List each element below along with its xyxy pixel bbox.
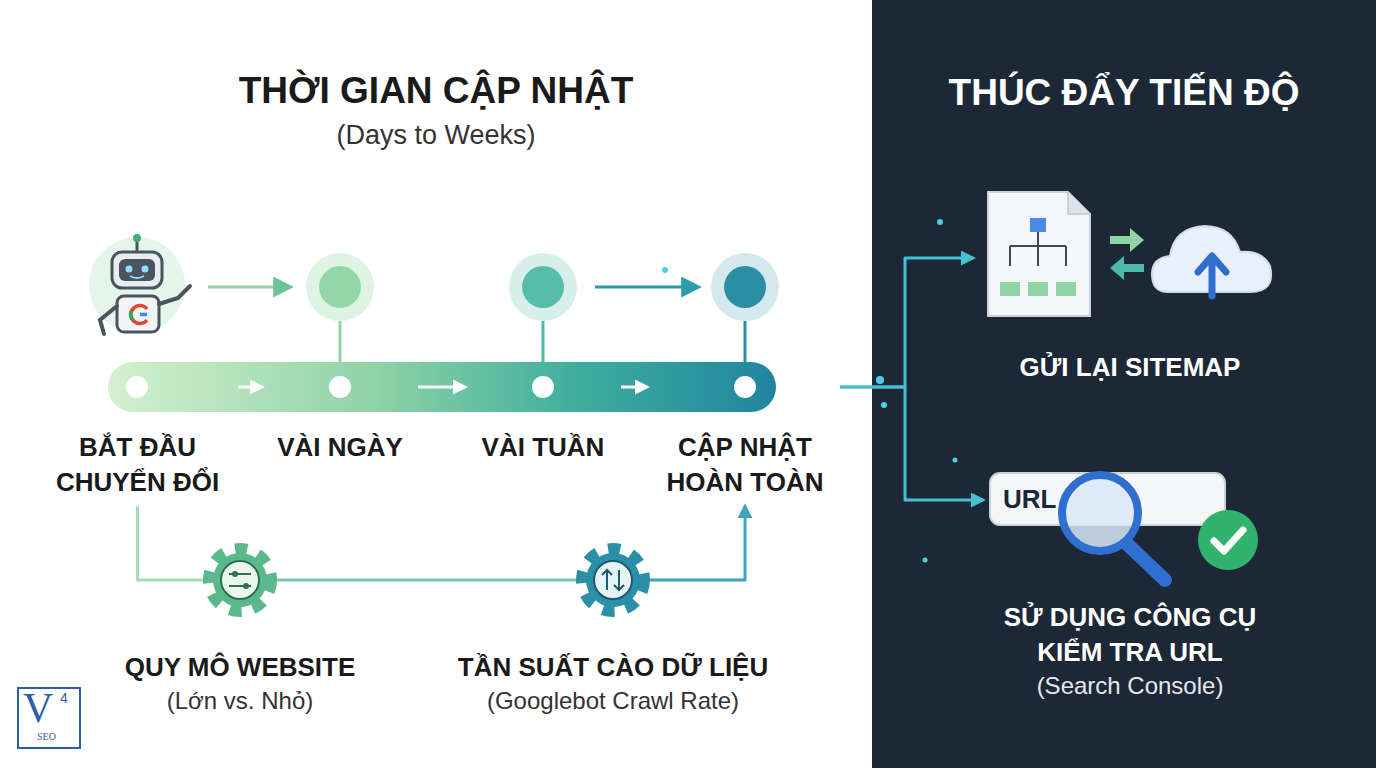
connector-line (238, 386, 262, 389)
glow-dot (953, 458, 958, 463)
right-panel (872, 0, 1376, 768)
node-heading: VÀI NGÀY (265, 430, 415, 465)
marker-halo (509, 253, 577, 321)
timeline-milestone: VÀI TUẦN (468, 372, 618, 465)
connector-line (138, 506, 204, 580)
action-node: GỬI LẠI SITEMAP (975, 185, 1285, 385)
watermark: 4 (60, 690, 68, 706)
node-heading: GỬI LẠI SITEMAP (975, 350, 1285, 385)
cloud-upload-icon (1152, 226, 1271, 296)
connector-line (840, 387, 983, 500)
glow-dot (662, 267, 668, 273)
connector-line (840, 258, 973, 387)
node-heading: CẬP NHẬT HOÀN TOÀN (650, 430, 840, 500)
node-subtext: (Googlebot Crawl Rate) (423, 685, 803, 717)
node-subtext: (Search Console) (985, 670, 1275, 702)
check-mark (1214, 530, 1243, 551)
magnifier-lens (1062, 475, 1138, 551)
timeline-milestone: BẮT ĐẦU CHUYỂN ĐỔI (40, 372, 235, 500)
connector-line (621, 386, 647, 389)
factor-gear-node: QUY MÔ WEBSITE(Lớn vs. Nhỏ) (110, 540, 370, 717)
googlebot-robot (89, 234, 190, 334)
panel-heading: THÚC ĐẨY TIẾN ĐỘ (872, 72, 1376, 114)
band-dot (126, 376, 148, 398)
timeline-band (108, 362, 776, 412)
diagram-title: THỜI GIAN CẬP NHẬT (0, 70, 872, 112)
marker-circle (522, 266, 564, 308)
url-text: URL (1003, 484, 1056, 515)
watermark: V (23, 684, 53, 732)
check-badge (1198, 510, 1258, 570)
node-subtext: (Lớn vs. Nhỏ) (110, 685, 370, 717)
magnifier-handle (1126, 543, 1165, 580)
sitemap-document-icon (988, 192, 1090, 316)
band-dot (532, 376, 554, 398)
subtitle: (Days to Weeks) (0, 120, 872, 151)
connector-line (418, 386, 465, 389)
marker-halo (711, 253, 779, 321)
watermark: SEO (37, 731, 56, 742)
marker-circle (724, 266, 766, 308)
timeline-milestone: VÀI NGÀY (265, 372, 415, 465)
progress-arrow (595, 286, 698, 289)
glow-dot (876, 376, 884, 384)
gear-icon (582, 549, 644, 611)
glow-dot (937, 219, 943, 225)
band-dot (734, 376, 756, 398)
node-heading: TẦN SUẤT CÀO DỮ LIỆU (423, 650, 803, 685)
band-dot (329, 376, 351, 398)
factor-gear-node: TẦN SUẤT CÀO DỮ LIỆU(Googlebot Crawl Rat… (423, 540, 803, 717)
node-heading: BẮT ĐẦU CHUYỂN ĐỔI (40, 430, 235, 500)
node-heading: VÀI TUẦN (468, 430, 618, 465)
node-heading: SỬ DỤNG CÔNG CỤ KIỂM TRA URL (985, 600, 1275, 670)
progress-arrow (208, 286, 290, 289)
node-heading: QUY MÔ WEBSITE (110, 650, 370, 685)
glow-dot (923, 558, 928, 563)
connector-line (277, 579, 576, 582)
timeline-milestone: CẬP NHẬT HOÀN TOÀN (650, 372, 840, 500)
marker-circle (319, 266, 361, 308)
connector-line (650, 506, 745, 580)
sync-arrows (1110, 228, 1144, 280)
glow-dot (881, 402, 887, 408)
marker-halo (306, 253, 374, 321)
gear-icon (209, 549, 271, 611)
